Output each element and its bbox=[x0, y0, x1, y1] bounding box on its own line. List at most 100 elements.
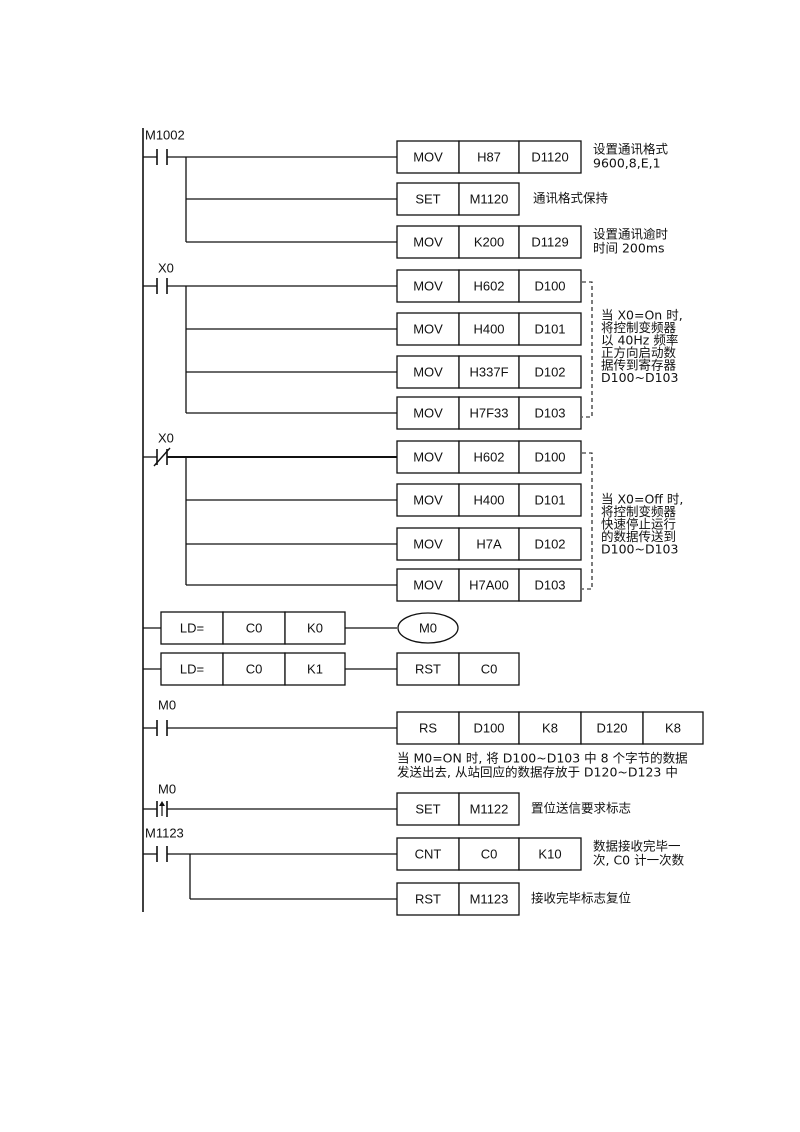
instr-rs-operand-2-box bbox=[518, 711, 582, 745]
instr-m1002-1-operand-0-box bbox=[396, 182, 460, 216]
comment-m1002-2-1: 时间 200ms bbox=[593, 241, 665, 256]
group-comment-1-3: 正方向启动数 bbox=[601, 345, 677, 360]
instr-x0-2-1-operand-1: H400 bbox=[473, 492, 504, 507]
instr-m1123-1-operand-1-box bbox=[458, 882, 520, 916]
coil-label-m0: M0 bbox=[419, 620, 437, 635]
instr-x0-2-2-operand-1: H7A bbox=[476, 536, 502, 551]
instr-x0-1-1-operand-1-box bbox=[458, 312, 520, 346]
comment-bracket-2 bbox=[582, 452, 593, 590]
contact-label-x0-2: X0 bbox=[158, 430, 174, 445]
instr-m1002-0-operand-0: MOV bbox=[413, 149, 443, 164]
instr-x0-2-0-operand-2-box bbox=[518, 440, 582, 474]
group-comment-2-2: 快速停止运行 bbox=[601, 517, 676, 532]
group-comment-1-0: 当 X0=On 时, bbox=[601, 307, 683, 322]
instr-m1002-2-operand-1-box bbox=[458, 225, 520, 259]
contact-label-m1123: M1123 bbox=[145, 825, 184, 840]
group-comment-2-3: 的数据传送到 bbox=[601, 529, 676, 544]
instr-x0-1-2-operand-2-box bbox=[518, 355, 582, 389]
instr-x0-2-1-operand-2-box bbox=[518, 483, 582, 517]
instr-m1123-1-operand-0-box bbox=[396, 882, 460, 916]
group-comment-2-0: 当 X0=Off 时, bbox=[601, 492, 683, 507]
instr-x0-1-2-operand-2: D102 bbox=[534, 364, 565, 379]
instr-m1002-0-operand-0-box bbox=[396, 140, 460, 174]
instr-m1123-0-operand-2: K10 bbox=[538, 846, 561, 861]
instr-x0-2-2-operand-1-box bbox=[458, 527, 520, 561]
instr-x0-2-0-operand-0-box bbox=[396, 440, 460, 474]
instr-x0-1-0-operand-1: H602 bbox=[473, 278, 504, 293]
instr-x0-1-1-operand-2-box bbox=[518, 312, 582, 346]
compare-ld-k0-operand-2: K0 bbox=[307, 620, 323, 635]
instr-x0-1-1-operand-1: H400 bbox=[473, 321, 504, 336]
instr-x0-1-0-operand-1-box bbox=[458, 269, 520, 303]
instr-x0-1-0-operand-2-box bbox=[518, 269, 582, 303]
instr-x0-2-3-operand-2-box bbox=[518, 568, 582, 602]
compare-ld-k1-operand-0: LD= bbox=[180, 661, 204, 676]
group-comment-1-2: 以 40Hz 频率 bbox=[601, 332, 678, 347]
comment-bracket-1 bbox=[582, 281, 593, 418]
instr-rst-c0-operand-1: C0 bbox=[481, 661, 498, 676]
instr-x0-2-0-operand-1-box bbox=[458, 440, 520, 474]
instr-x0-1-3-operand-2: D103 bbox=[534, 405, 565, 420]
instr-x0-1-3-operand-0: MOV bbox=[413, 405, 443, 420]
contact-x0-2-nc-slash bbox=[153, 447, 171, 467]
instr-set-m1122-operand-1-box bbox=[458, 792, 520, 826]
instr-m1002-1-operand-0: SET bbox=[415, 191, 440, 206]
instr-x0-2-1-operand-0: MOV bbox=[413, 492, 443, 507]
comment-m1123-0-0: 数据接收完毕一 bbox=[593, 839, 681, 854]
instr-x0-1-1-operand-0: MOV bbox=[413, 321, 443, 336]
group-comment-1-4: 据传到寄存器 bbox=[601, 357, 677, 372]
instr-x0-1-3-operand-2-box bbox=[518, 396, 582, 430]
instr-m1002-0-operand-2: D1120 bbox=[531, 149, 568, 164]
instr-x0-1-2-operand-1: H337F bbox=[469, 364, 508, 379]
instr-x0-2-3-operand-2: D103 bbox=[534, 577, 565, 592]
instr-x0-2-0-operand-1: H602 bbox=[473, 449, 504, 464]
comment-m1002-1-0: 通讯格式保持 bbox=[533, 191, 608, 206]
instr-m1002-2-operand-0-box bbox=[396, 225, 460, 259]
instr-x0-2-3-operand-0-box bbox=[396, 568, 460, 602]
instr-rs-operand-2: K8 bbox=[542, 720, 558, 735]
instr-m1002-2-operand-1: K200 bbox=[474, 234, 504, 249]
instr-x0-1-1-operand-2: D101 bbox=[534, 321, 565, 336]
instr-rs-operand-3: D120 bbox=[596, 720, 627, 735]
instr-m1123-1-operand-0: RST bbox=[415, 891, 441, 906]
group-comment-2-4: D100~D103 bbox=[601, 542, 678, 557]
instr-x0-1-3-operand-0-box bbox=[396, 396, 460, 430]
instr-x0-1-0-operand-0-box bbox=[396, 269, 460, 303]
instr-x0-1-2-operand-0: MOV bbox=[413, 364, 443, 379]
instr-x0-2-2-operand-0: MOV bbox=[413, 536, 443, 551]
compare-ld-k0-operand-0: LD= bbox=[180, 620, 204, 635]
instr-rst-c0-operand-0: RST bbox=[415, 661, 441, 676]
comment-m1002-2-0: 设置通讯逾时 bbox=[593, 227, 669, 242]
instr-rs-operand-1: D100 bbox=[473, 720, 504, 735]
instr-rs-operand-4: K8 bbox=[665, 720, 681, 735]
contact-label-m1002: M1002 bbox=[145, 127, 185, 142]
instr-rs-operand-4-box bbox=[642, 711, 704, 745]
instr-x0-2-2-operand-2: D102 bbox=[534, 536, 565, 551]
rs-note-0: 当 M0=ON 时, 将 D100~D103 中 8 个字节的数据 bbox=[397, 751, 688, 766]
compare-ld-k1-operand-0-box bbox=[160, 652, 224, 686]
instr-rs-operand-0-box bbox=[396, 711, 460, 745]
contact-label-m0: M0 bbox=[158, 697, 176, 712]
instr-x0-2-0-operand-0: MOV bbox=[413, 449, 443, 464]
instr-x0-2-3-operand-0: MOV bbox=[413, 577, 443, 592]
instr-x0-2-2-operand-2-box bbox=[518, 527, 582, 561]
contact-label-x0-1: X0 bbox=[158, 260, 174, 275]
instr-m1123-0-operand-0: CNT bbox=[415, 846, 442, 861]
rs-note-1: 发送出去, 从站回应的数据存放于 D120~D123 中 bbox=[397, 765, 678, 780]
contact-label-m0-rise: M0 bbox=[158, 781, 176, 796]
comment-set-m1122: 置位送信要求标志 bbox=[531, 801, 631, 816]
compare-ld-k1-operand-1: C0 bbox=[246, 661, 263, 676]
compare-ld-k1-operand-2-box bbox=[284, 652, 346, 686]
compare-ld-k0-operand-1: C0 bbox=[246, 620, 263, 635]
instr-m1002-0-operand-1: H87 bbox=[477, 149, 501, 164]
instr-set-m1122-operand-1: M1122 bbox=[470, 801, 509, 816]
coil-m0 bbox=[397, 612, 459, 644]
group-comment-2-1: 将控制变频器 bbox=[601, 504, 677, 519]
instr-x0-1-0-operand-0: MOV bbox=[413, 278, 443, 293]
instr-rs-operand-1-box bbox=[458, 711, 520, 745]
instr-x0-1-1-operand-0-box bbox=[396, 312, 460, 346]
instr-x0-2-3-operand-1: H7A00 bbox=[469, 577, 509, 592]
instr-m1002-1-operand-1: M1120 bbox=[470, 191, 509, 206]
